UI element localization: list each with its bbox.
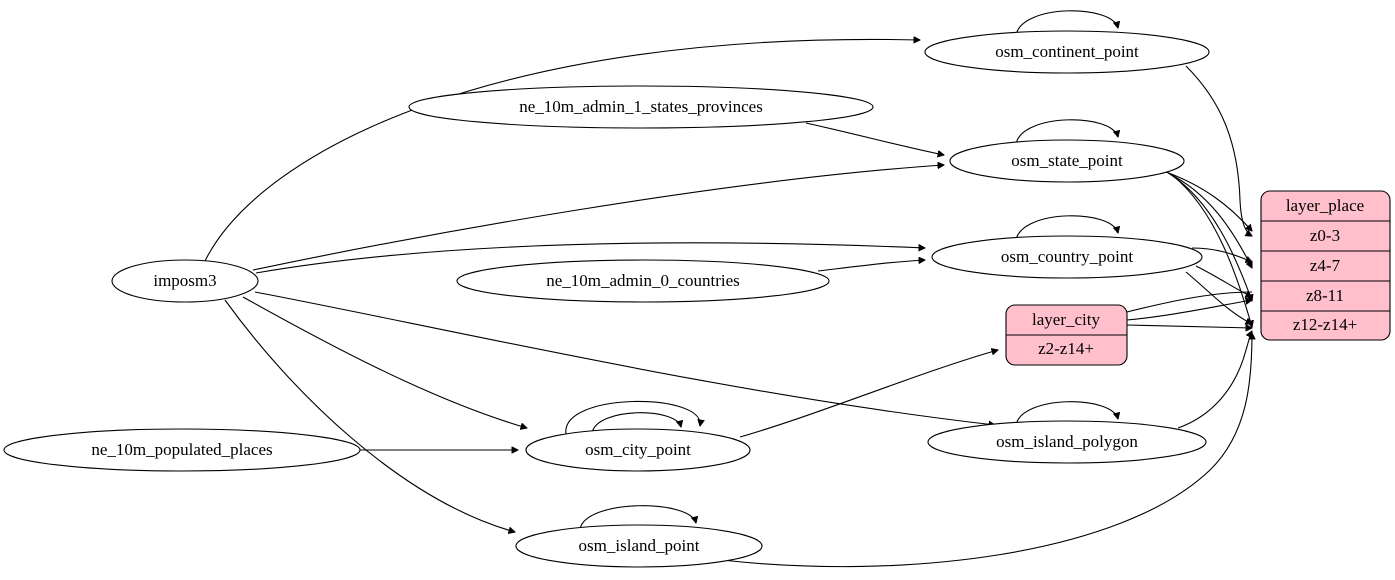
node-osm-city-point[interactable]: osm_city_point bbox=[525, 428, 751, 472]
edge-self-loop-osm-state-point bbox=[1015, 119, 1118, 145]
edge-imposm3-to-osm-island-point bbox=[224, 299, 515, 532]
edge-osm-state-point-to-layer-place-z12-z14 bbox=[1171, 174, 1252, 327]
node-osm-country-point[interactable]: osm_country_point bbox=[931, 235, 1203, 279]
record-node-layer-city[interactable]: layer_city z2-z14+ bbox=[1005, 304, 1128, 366]
edge-self-loop-osm-city-point-outer bbox=[565, 400, 700, 435]
ne-countries-ellipse[interactable] bbox=[456, 259, 830, 303]
osm-city-point-ellipse[interactable] bbox=[525, 428, 751, 472]
edge-self-loop-osm-city-point-inner bbox=[591, 412, 681, 434]
edge-osm-continent-point-to-layer-place-z0-3 bbox=[1185, 65, 1252, 236]
edge-ne-countries-to-osm-country-point bbox=[817, 260, 925, 272]
node-osm-island-polygon[interactable]: osm_island_polygon bbox=[927, 420, 1207, 464]
edge-self-loop-osm-continent-point bbox=[1015, 10, 1118, 36]
node-ne-10m-admin-0-countries[interactable]: ne_10m_admin_0_countries bbox=[456, 259, 830, 303]
node-ne-10m-admin-1-states-provinces[interactable]: ne_10m_admin_1_states_provinces bbox=[408, 85, 874, 129]
edge-self-loop-osm-island-point bbox=[579, 505, 696, 530]
edge-osm-country-point-to-layer-place-z4-7 bbox=[1191, 247, 1252, 262]
record-node-layer-place[interactable]: layer_place z0-3 z4-7 z8-11 z12-z14+ bbox=[1260, 190, 1391, 341]
osm-country-point-ellipse[interactable] bbox=[931, 235, 1203, 279]
edge-imposm3-to-osm-state-point bbox=[252, 165, 944, 271]
edge-layer-city-to-layer-place-z12-z14 bbox=[1126, 325, 1252, 328]
edge-osm-state-point-to-layer-place-z0-3 bbox=[1165, 171, 1252, 231]
edge-ne-states-to-osm-state-point bbox=[805, 122, 944, 155]
edge-layer-city-to-layer-place-z8-11 bbox=[1126, 300, 1252, 321]
edge-imposm3-to-osm-island-polygon bbox=[254, 291, 995, 425]
imposm3-ellipse[interactable] bbox=[111, 259, 259, 303]
node-osm-continent-point[interactable]: osm_continent_point bbox=[924, 30, 1210, 74]
edge-osm-country-point-to-layer-place-z8-11 bbox=[1195, 265, 1252, 297]
edge-imposm3-to-osm-continent-point bbox=[204, 39, 920, 262]
edge-osm-island-point-to-layer-place-z12-z14 bbox=[721, 333, 1252, 568]
node-osm-island-point[interactable]: osm_island_point bbox=[515, 524, 763, 568]
osm-state-point-ellipse[interactable] bbox=[949, 139, 1185, 183]
osm-island-polygon-ellipse[interactable] bbox=[927, 420, 1207, 464]
node-layer: imposm3 ne_10m_admin_1_states_provinces … bbox=[3, 30, 1210, 568]
osm-continent-point-ellipse[interactable] bbox=[924, 30, 1210, 74]
edge-osm-state-point-to-layer-place-z4-7 bbox=[1167, 172, 1252, 268]
edge-self-loop-osm-island-polygon bbox=[1015, 401, 1118, 426]
edge-layer bbox=[204, 10, 1253, 568]
edge-osm-country-point-to-layer-place-z12-z14 bbox=[1185, 271, 1252, 324]
ne-states-ellipse[interactable] bbox=[408, 85, 874, 129]
layer-place-box[interactable] bbox=[1260, 190, 1391, 341]
edge-self-loop-osm-country-point bbox=[1015, 215, 1118, 241]
edge-osm-island-polygon-to-layer-place-z12-z14 bbox=[1177, 331, 1252, 429]
edge-imposm3-to-osm-country-point bbox=[255, 242, 925, 274]
node-osm-state-point[interactable]: osm_state_point bbox=[949, 139, 1185, 183]
node-ne-10m-populated-places[interactable]: ne_10m_populated_places bbox=[3, 428, 361, 472]
record-node-layer: layer_city z2-z14+ layer_place z0-3 z4-7… bbox=[1005, 190, 1391, 366]
edge-imposm3-to-osm-city-point bbox=[242, 296, 527, 428]
edge-layer-city-bundle-extra bbox=[1126, 291, 1253, 313]
edge-osm-state-point-to-layer-place-z8-11 bbox=[1169, 173, 1252, 301]
ne-populated-ellipse[interactable] bbox=[3, 428, 361, 472]
osm-island-point-ellipse[interactable] bbox=[515, 524, 763, 568]
node-imposm3[interactable]: imposm3 bbox=[111, 259, 259, 303]
edge-osm-city-point-to-layer-city bbox=[739, 350, 998, 438]
